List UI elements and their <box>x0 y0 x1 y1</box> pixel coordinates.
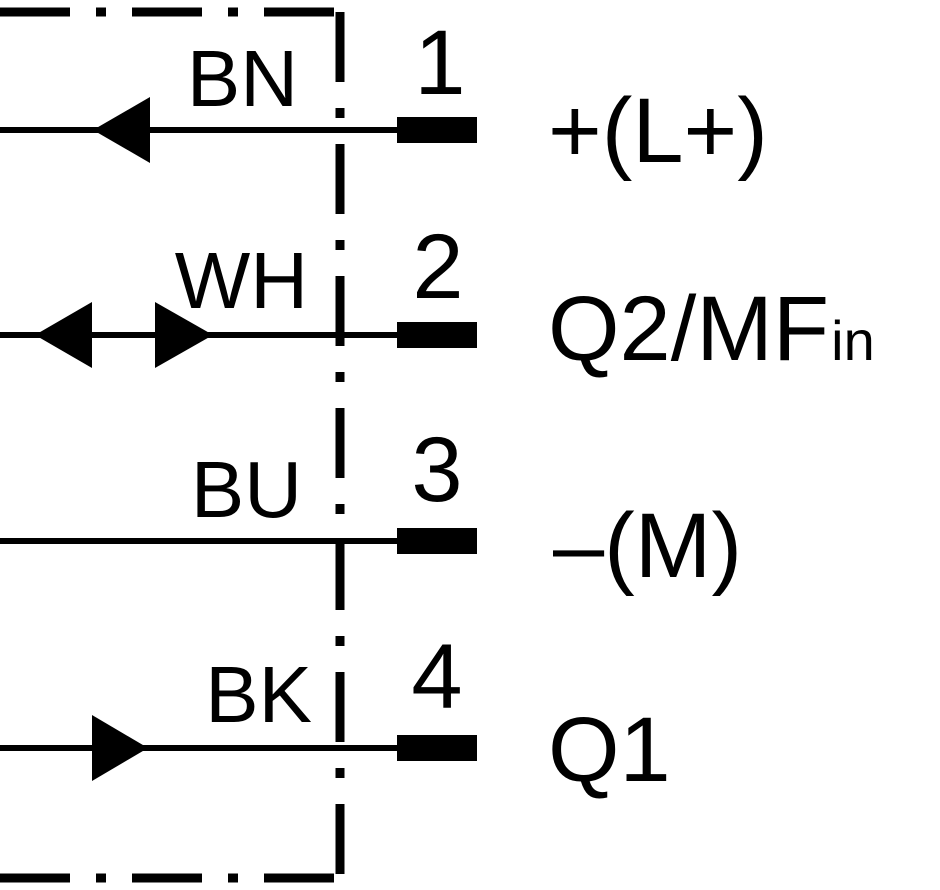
arrow-left-icon <box>93 97 150 163</box>
signal-text: –(M) <box>553 495 742 597</box>
signal-text: Q2/MF <box>548 278 829 380</box>
terminal-3 <box>397 528 477 554</box>
pin-row-3: BU 3 –(M) <box>0 419 742 597</box>
signal-subscript: in <box>831 309 875 372</box>
arrow-right-icon <box>92 715 148 781</box>
terminal-1 <box>397 117 477 143</box>
signal-label: Q2/MFin <box>548 278 875 380</box>
signal-label: –(M) <box>553 495 742 597</box>
signal-text: +(L+) <box>548 80 768 182</box>
terminal-4 <box>397 735 477 761</box>
pin-row-2: WH 2 Q2/MFin <box>0 216 875 380</box>
pin-number: 3 <box>411 419 462 521</box>
pin-row-4: BK 4 Q1 <box>0 626 671 801</box>
wire-color-label: BN <box>187 34 298 123</box>
signal-text: Q1 <box>548 699 671 801</box>
pin-row-1: BN 1 +(L+) <box>0 12 768 182</box>
arrow-left-icon <box>35 302 92 368</box>
housing-boundary <box>0 7 345 883</box>
signal-label: +(L+) <box>548 80 768 182</box>
wire-color-label: BK <box>205 650 312 739</box>
pin-number: 1 <box>414 12 465 114</box>
signal-label: Q1 <box>548 699 671 801</box>
pin-number: 4 <box>411 626 462 728</box>
terminal-2 <box>397 322 477 348</box>
wire-color-label: BU <box>191 445 302 534</box>
arrow-right-icon <box>155 302 213 368</box>
wire-color-label: WH <box>175 236 308 325</box>
pin-number: 2 <box>412 216 463 318</box>
